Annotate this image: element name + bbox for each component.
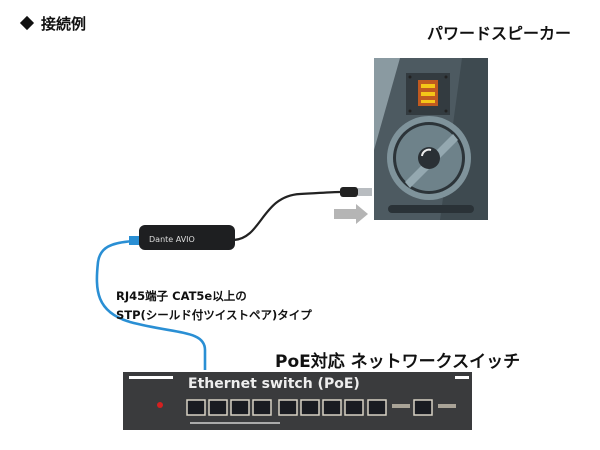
ethernet-port bbox=[413, 399, 433, 416]
dante-avio-adapter bbox=[139, 225, 235, 250]
ethernet-port bbox=[252, 399, 272, 416]
ethernet-port bbox=[344, 399, 364, 416]
sfp-slot bbox=[392, 404, 410, 408]
speaker-label: パワードスピーカー bbox=[427, 24, 572, 43]
cable-spec-line1: RJ45端子 CAT5e以上の bbox=[116, 289, 247, 303]
switch-label: PoE対応 ネットワークスイッチ bbox=[275, 352, 521, 372]
heading-title: 接続例 bbox=[41, 15, 87, 33]
diamond-icon bbox=[19, 15, 35, 31]
ethernet-port bbox=[230, 399, 250, 416]
ethernet-port bbox=[322, 399, 342, 416]
xlr-cable bbox=[233, 190, 341, 242]
adapter-label: Dante AVIO bbox=[149, 235, 195, 244]
ethernet-port bbox=[367, 399, 387, 416]
section-heading: 接続例 bbox=[19, 13, 87, 34]
ethernet-port bbox=[278, 399, 298, 416]
switch-device-title: Ethernet switch (PoE) bbox=[188, 376, 360, 392]
network-switch bbox=[123, 372, 472, 430]
cable-spec-line2: STP(シールド付ツイストペア)タイプ bbox=[116, 308, 312, 322]
arrow-icon bbox=[334, 204, 368, 224]
ethernet-port bbox=[186, 399, 206, 416]
sfp-slot bbox=[438, 404, 456, 408]
ethernet-port bbox=[208, 399, 228, 416]
ethernet-cable bbox=[95, 239, 207, 370]
powered-speaker bbox=[374, 58, 488, 220]
ethernet-port bbox=[300, 399, 320, 416]
